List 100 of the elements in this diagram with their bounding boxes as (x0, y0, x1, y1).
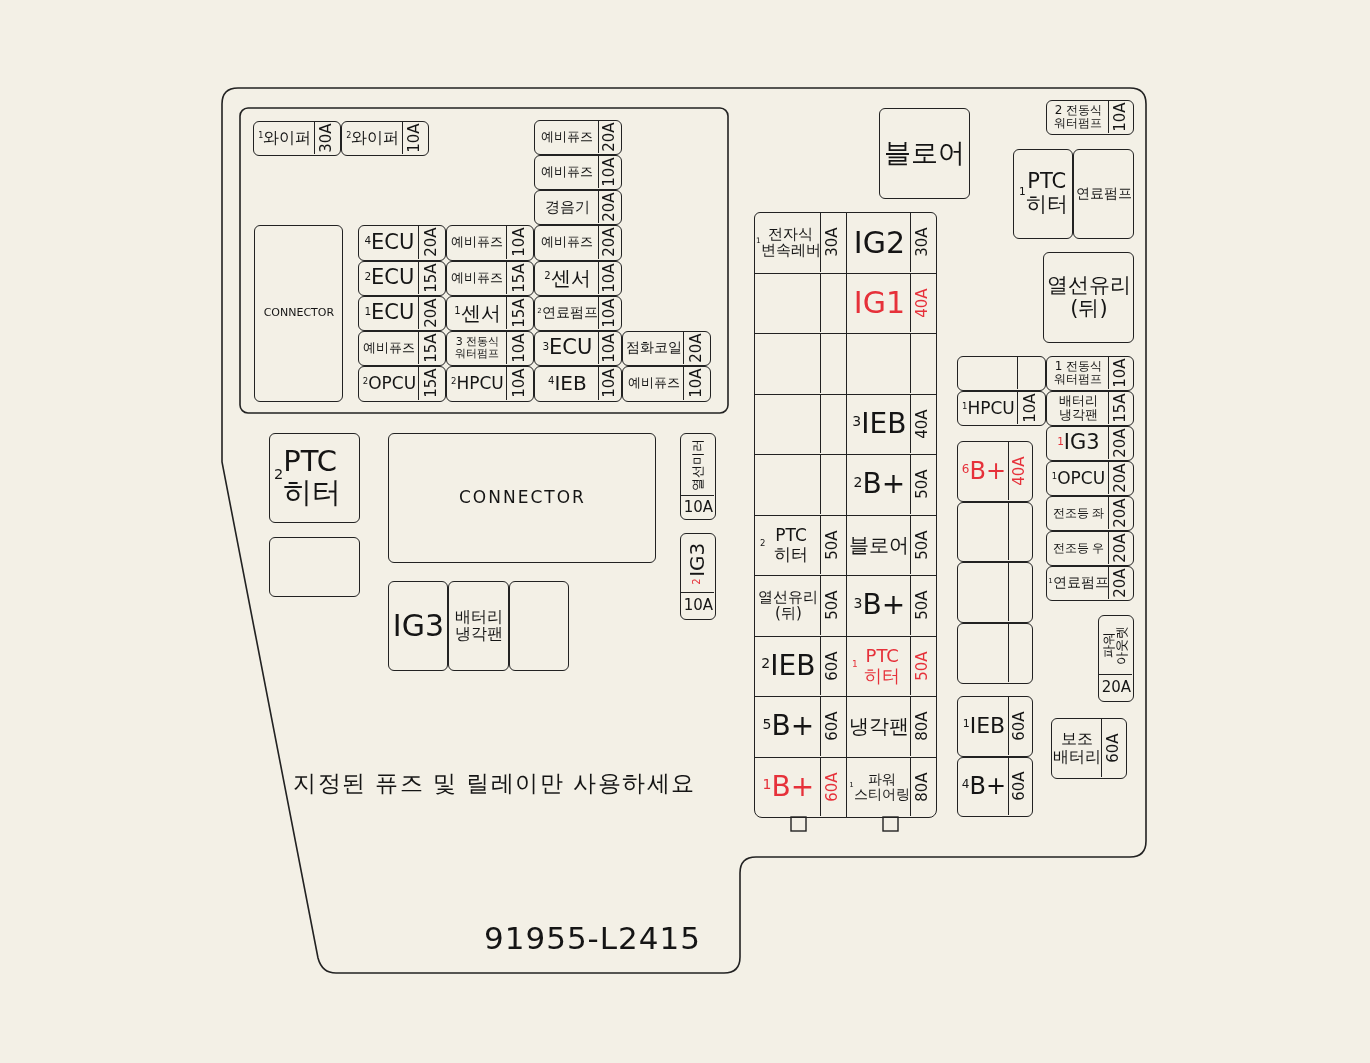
fuse-label: $^{5}$B+ (761, 708, 816, 744)
fuse-rating: 20A (420, 297, 441, 329)
relay (448, 581, 509, 671)
fuse (341, 121, 429, 156)
relay-label: 연료펌프 (1074, 183, 1132, 203)
fuse (446, 331, 534, 366)
relay-label: 블로어 (883, 136, 967, 171)
fuse-label: 예비퓨즈 (540, 233, 595, 252)
fuse-label: $^{4}$ECU (363, 228, 416, 256)
fuse-label: $^{2}$와이퍼 (345, 127, 401, 150)
fuse-label: $^{2}$B+ (852, 466, 907, 502)
fuse-rating: 50A (911, 650, 932, 683)
fuse (358, 331, 446, 366)
fuse (1046, 426, 1134, 461)
fuse-label: $^{1}$IEB (961, 711, 1007, 740)
fuse-rating: 10A (598, 367, 619, 400)
fuse-rating: 20A (1109, 462, 1130, 494)
fuse-label: $^{3}$B+ (852, 587, 907, 623)
fuse-rating: 50A (911, 529, 932, 562)
fuse-label: 냉각팬 (848, 713, 910, 741)
fuse-rating: 30A (821, 226, 842, 260)
fuse-rating: 10A (508, 332, 529, 364)
fuse-rating: 60A (1008, 770, 1029, 804)
fuse (622, 366, 711, 402)
fuse-label: 예비퓨즈 (362, 338, 417, 357)
fuse-label: $^{2}$센서 (543, 264, 592, 292)
connector-block (254, 225, 343, 402)
fuse-label: 전조등 좌 (1051, 504, 1106, 522)
fuse (534, 120, 622, 155)
fuse-label: $^{2}$HPCU (450, 372, 505, 396)
empty-slot (957, 502, 1033, 562)
empty-slot (957, 623, 1033, 684)
fuse-label: 1 전동식 워터펌프 (1053, 357, 1104, 388)
fuse-rating: 50A (821, 589, 842, 623)
fuse-label: $^{3}$IEB (851, 405, 908, 442)
fuse (1046, 391, 1134, 426)
connector-label: CONNECTOR (262, 304, 336, 321)
empty-slot (509, 581, 569, 671)
relay (269, 433, 360, 523)
fuse-label: IG2 (852, 223, 906, 262)
fuse (1046, 100, 1134, 135)
fuse (358, 366, 446, 402)
empty-slot (269, 537, 360, 597)
fuse-label: 블로어 (848, 531, 910, 559)
fuse-rating: 50A (911, 468, 932, 502)
relay (388, 581, 448, 671)
relay (1013, 149, 1073, 239)
fuse (534, 296, 622, 331)
fuse-label: 열선미러 (688, 437, 706, 493)
fuse-label: 경음기 (543, 196, 591, 218)
relay (1043, 252, 1134, 343)
fuse (534, 331, 622, 366)
fuse-rating: 15A (420, 367, 441, 400)
fuse-rating: 10A (403, 122, 424, 154)
fuse-rating: 10A (598, 297, 619, 329)
fuse (1046, 496, 1134, 531)
fuse-rating: 50A (911, 589, 932, 623)
fuse-label: 배터리 냉각팬 (1057, 392, 1099, 424)
fuse-rating: 10A (598, 156, 619, 188)
relay-label: 배터리 냉각팬 (453, 605, 504, 646)
fuse (957, 696, 1033, 757)
fuse-rating: 10A (598, 332, 619, 364)
fuse-rating: 10A (598, 262, 619, 294)
fuse-rating: 15A (420, 262, 441, 294)
fuse-rating: 10A (508, 226, 529, 259)
fuse-label: 예비퓨즈 (450, 233, 505, 252)
fuse (957, 391, 1046, 426)
relay (1073, 149, 1134, 239)
fuse-label: 열선유리 (뒤) (757, 586, 820, 625)
fuse-label: 예비퓨즈 (450, 268, 505, 287)
fuse-rating: 60A (1102, 732, 1123, 765)
fuse-label: $^{2}$ECU (363, 264, 416, 292)
fuse-rating: 10A (682, 496, 714, 518)
fuse-label: IG1 (852, 284, 906, 323)
fuse-rating: 40A (911, 408, 932, 441)
fuse-rating: 60A (821, 650, 842, 683)
fuse-rating: 10A (682, 595, 714, 617)
fuse-label: 점화코일 (624, 338, 683, 358)
fuse (358, 225, 446, 261)
fuse-rating: 20A (1109, 567, 1130, 599)
warning-text: 지정된 퓨즈 및 릴레이만 사용하세요 (293, 769, 696, 798)
connector-label: CONNECTOR (457, 486, 587, 510)
fuse-label: 예비퓨즈 (626, 374, 681, 393)
fuse-rating: 60A (1008, 710, 1029, 743)
fuse-rating: 80A (911, 771, 932, 804)
fuse-label: 예비퓨즈 (540, 127, 595, 146)
relay (879, 108, 970, 199)
fuse (534, 261, 622, 296)
fuse-label: $^{4}$IEB (547, 370, 588, 398)
fuse-rating: 10A (1109, 101, 1130, 133)
fuse (1098, 615, 1134, 702)
fuse-label: $^{4}$B+ (960, 771, 1007, 803)
fuse (1051, 718, 1127, 779)
fuse-label: 전조등 우 (1051, 539, 1106, 557)
relay-label: 열선유리 (뒤) (1045, 271, 1132, 322)
fuse (446, 366, 534, 402)
fuse-rating: 20A (1109, 427, 1130, 459)
fuse (1046, 531, 1134, 566)
fuse (358, 296, 446, 331)
fuse (534, 190, 622, 225)
